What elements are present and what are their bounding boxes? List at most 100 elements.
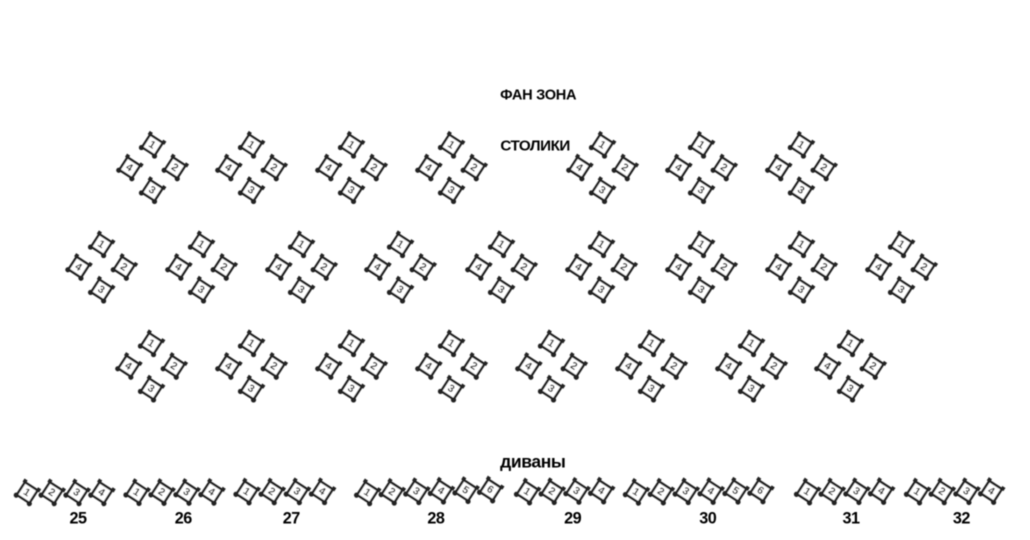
svg-text:3: 3 bbox=[851, 485, 863, 498]
svg-text:1: 1 bbox=[345, 337, 357, 350]
svg-text:6: 6 bbox=[755, 484, 767, 497]
svg-text:3: 3 bbox=[545, 382, 557, 395]
svg-text:3: 3 bbox=[695, 283, 707, 296]
svg-text:4: 4 bbox=[875, 485, 887, 498]
svg-text:4: 4 bbox=[573, 261, 585, 274]
svg-text:1: 1 bbox=[595, 238, 607, 251]
svg-text:1: 1 bbox=[245, 337, 257, 350]
svg-text:29: 29 bbox=[564, 510, 582, 528]
svg-text:3: 3 bbox=[445, 184, 457, 197]
svg-text:2: 2 bbox=[718, 161, 730, 174]
svg-text:4: 4 bbox=[223, 360, 235, 373]
svg-text:1: 1 bbox=[596, 138, 608, 151]
svg-text:1: 1 bbox=[394, 238, 406, 251]
svg-text:4: 4 bbox=[372, 261, 384, 274]
svg-text:2: 2 bbox=[568, 360, 580, 373]
svg-text:1: 1 bbox=[245, 138, 257, 151]
svg-text:6: 6 bbox=[484, 483, 496, 496]
svg-text:2: 2 bbox=[368, 360, 380, 373]
svg-text:3: 3 bbox=[411, 485, 423, 498]
svg-text:1: 1 bbox=[695, 138, 707, 151]
svg-text:4: 4 bbox=[773, 261, 785, 274]
svg-text:4: 4 bbox=[723, 360, 735, 373]
svg-text:3: 3 bbox=[181, 486, 193, 499]
svg-text:5: 5 bbox=[460, 484, 472, 497]
svg-text:4: 4 bbox=[673, 261, 685, 274]
svg-text:2: 2 bbox=[619, 161, 631, 174]
svg-text:1: 1 bbox=[645, 337, 657, 350]
svg-text:2: 2 bbox=[818, 161, 830, 174]
svg-text:4: 4 bbox=[772, 161, 784, 174]
svg-text:4: 4 bbox=[173, 261, 185, 274]
svg-text:4: 4 bbox=[273, 261, 285, 274]
svg-text:2: 2 bbox=[417, 261, 429, 274]
svg-text:2: 2 bbox=[46, 486, 58, 499]
svg-text:2: 2 bbox=[936, 485, 948, 498]
svg-text:3: 3 bbox=[245, 184, 257, 197]
svg-text:4: 4 bbox=[985, 485, 997, 498]
svg-text:2: 2 bbox=[668, 360, 680, 373]
svg-text:2: 2 bbox=[468, 360, 480, 373]
svg-text:СТОЛИКИ: СТОЛИКИ bbox=[500, 137, 570, 154]
svg-text:3: 3 bbox=[146, 184, 158, 197]
svg-text:2: 2 bbox=[218, 261, 230, 274]
svg-text:4: 4 bbox=[623, 360, 635, 373]
svg-text:2: 2 bbox=[918, 261, 930, 274]
svg-text:3: 3 bbox=[745, 382, 757, 395]
svg-text:1: 1 bbox=[146, 138, 158, 151]
svg-text:3: 3 bbox=[795, 283, 807, 296]
svg-text:1: 1 bbox=[131, 486, 143, 499]
svg-text:4: 4 bbox=[73, 261, 85, 274]
svg-text:3: 3 bbox=[245, 382, 257, 395]
svg-text:4: 4 bbox=[96, 486, 108, 499]
svg-text:4: 4 bbox=[574, 161, 586, 174]
svg-text:4: 4 bbox=[523, 360, 535, 373]
svg-text:2: 2 bbox=[468, 161, 480, 174]
svg-text:2: 2 bbox=[518, 261, 530, 274]
svg-text:3: 3 bbox=[844, 382, 856, 395]
svg-text:1: 1 bbox=[630, 485, 642, 498]
svg-text:2: 2 bbox=[718, 261, 730, 274]
svg-text:1: 1 bbox=[801, 485, 813, 498]
svg-text:3: 3 bbox=[596, 184, 608, 197]
svg-text:1: 1 bbox=[145, 337, 157, 350]
svg-text:26: 26 bbox=[175, 510, 193, 528]
svg-text:4: 4 bbox=[316, 485, 328, 498]
svg-text:3: 3 bbox=[645, 382, 657, 395]
svg-text:2: 2 bbox=[826, 485, 838, 498]
svg-text:2: 2 bbox=[268, 360, 280, 373]
svg-text:3: 3 bbox=[95, 283, 107, 296]
svg-text:2: 2 bbox=[368, 161, 380, 174]
svg-text:1: 1 bbox=[241, 485, 253, 498]
svg-text:2: 2 bbox=[156, 486, 168, 499]
svg-text:4: 4 bbox=[473, 261, 485, 274]
svg-text:4: 4 bbox=[595, 484, 607, 497]
svg-text:2: 2 bbox=[118, 261, 130, 274]
svg-text:3: 3 bbox=[495, 283, 507, 296]
svg-text:30: 30 bbox=[699, 510, 717, 528]
svg-text:1: 1 bbox=[895, 238, 907, 251]
svg-text:4: 4 bbox=[435, 484, 447, 497]
svg-text:1: 1 bbox=[911, 485, 923, 498]
svg-text:4: 4 bbox=[705, 485, 717, 498]
svg-text:ФАН ЗОНА: ФАН ЗОНА bbox=[500, 87, 577, 103]
svg-text:28: 28 bbox=[427, 510, 445, 528]
svg-text:3: 3 bbox=[895, 283, 907, 296]
svg-text:2: 2 bbox=[768, 360, 780, 373]
svg-text:1: 1 bbox=[695, 238, 707, 251]
svg-text:4: 4 bbox=[123, 360, 135, 373]
svg-text:3: 3 bbox=[680, 485, 692, 498]
svg-text:4: 4 bbox=[873, 261, 885, 274]
svg-text:1: 1 bbox=[545, 337, 557, 350]
svg-text:1: 1 bbox=[844, 337, 856, 350]
svg-text:3: 3 bbox=[71, 486, 83, 499]
svg-text:3: 3 bbox=[695, 184, 707, 197]
svg-text:1: 1 bbox=[445, 138, 457, 151]
svg-text:4: 4 bbox=[206, 485, 218, 498]
svg-text:1: 1 bbox=[795, 238, 807, 251]
svg-text:3: 3 bbox=[291, 485, 303, 498]
svg-text:2: 2 bbox=[867, 360, 879, 373]
svg-text:2: 2 bbox=[318, 261, 330, 274]
svg-text:4: 4 bbox=[822, 360, 834, 373]
svg-text:4: 4 bbox=[124, 161, 136, 174]
